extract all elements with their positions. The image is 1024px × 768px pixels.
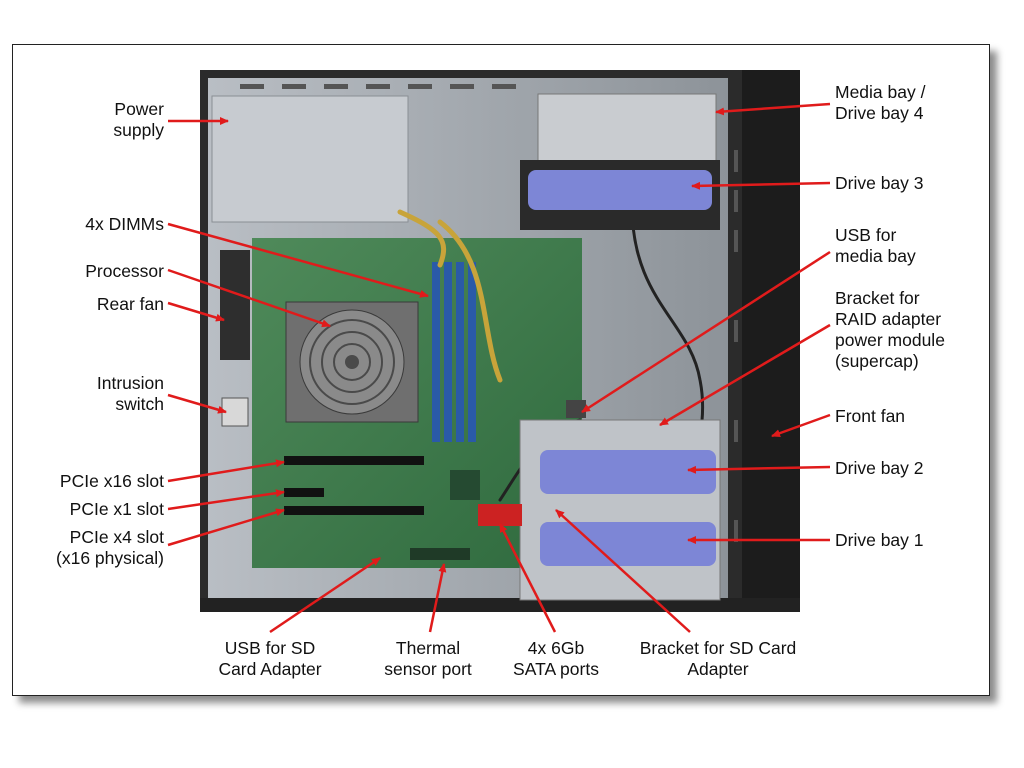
rear-fan-unit <box>220 250 250 360</box>
label-pcie-x4: PCIe x4 slot (x16 physical) <box>20 527 164 569</box>
label-line: Media bay / <box>835 82 925 103</box>
label-line: Drive bay 3 <box>835 173 924 194</box>
label-thermal: Thermal sensor port <box>366 638 490 680</box>
label-line: USB for <box>835 225 916 246</box>
label-line: Processor <box>40 261 164 282</box>
label-line: Drive bay 2 <box>835 458 924 479</box>
label-bracket-sd: Bracket for SD Card Adapter <box>620 638 816 680</box>
label-line: SATA ports <box>498 659 614 680</box>
label-line: 4x 6Gb <box>498 638 614 659</box>
label-line: USB for SD <box>200 638 340 659</box>
label-line: (x16 physical) <box>20 548 164 569</box>
label-line: Drive bay 4 <box>835 103 925 124</box>
label-line: Bracket for SD Card <box>620 638 816 659</box>
label-front-fan: Front fan <box>835 406 905 427</box>
label-line: sensor port <box>366 659 490 680</box>
label-bracket-raid: Bracket for RAID adapter power module (s… <box>835 288 945 372</box>
label-line: Front fan <box>835 406 905 427</box>
label-processor: Processor <box>40 261 164 282</box>
label-usb-sd: USB for SD Card Adapter <box>200 638 340 680</box>
label-usb-media-bay: USB for media bay <box>835 225 916 267</box>
label-line: PCIe x1 slot <box>20 499 164 520</box>
label-line: Rear fan <box>40 294 164 315</box>
label-drive-bay-3: Drive bay 3 <box>835 173 924 194</box>
label-media-bay: Media bay / Drive bay 4 <box>835 82 925 124</box>
label-power-supply: Power supply <box>60 99 164 141</box>
sata-port-block <box>478 504 522 526</box>
label-pcie-x16: PCIe x16 slot <box>20 471 164 492</box>
label-line: Thermal <box>366 638 490 659</box>
processor-heatsink <box>286 302 418 422</box>
label-line: PCIe x4 slot <box>20 527 164 548</box>
label-line: Drive bay 1 <box>835 530 924 551</box>
label-intrusion-switch: Intrusion switch <box>40 373 164 415</box>
label-line: (supercap) <box>835 351 945 372</box>
label-rear-fan: Rear fan <box>40 294 164 315</box>
label-line: RAID adapter <box>835 309 945 330</box>
label-line: supply <box>60 120 164 141</box>
label-line: PCIe x16 slot <box>20 471 164 492</box>
label-line: Power <box>60 99 164 120</box>
label-drive-bay-2: Drive bay 2 <box>835 458 924 479</box>
label-line: power module <box>835 330 945 351</box>
label-line: switch <box>40 394 164 415</box>
label-line: media bay <box>835 246 916 267</box>
label-pcie-x1: PCIe x1 slot <box>20 499 164 520</box>
label-sata: 4x 6Gb SATA ports <box>498 638 614 680</box>
label-line: Adapter <box>620 659 816 680</box>
label-dimms: 4x DIMMs <box>40 214 164 235</box>
label-line: Intrusion <box>40 373 164 394</box>
label-line: Bracket for <box>835 288 945 309</box>
label-drive-bay-1: Drive bay 1 <box>835 530 924 551</box>
power-supply-unit <box>212 96 408 222</box>
label-line: 4x DIMMs <box>40 214 164 235</box>
label-line: Card Adapter <box>200 659 340 680</box>
